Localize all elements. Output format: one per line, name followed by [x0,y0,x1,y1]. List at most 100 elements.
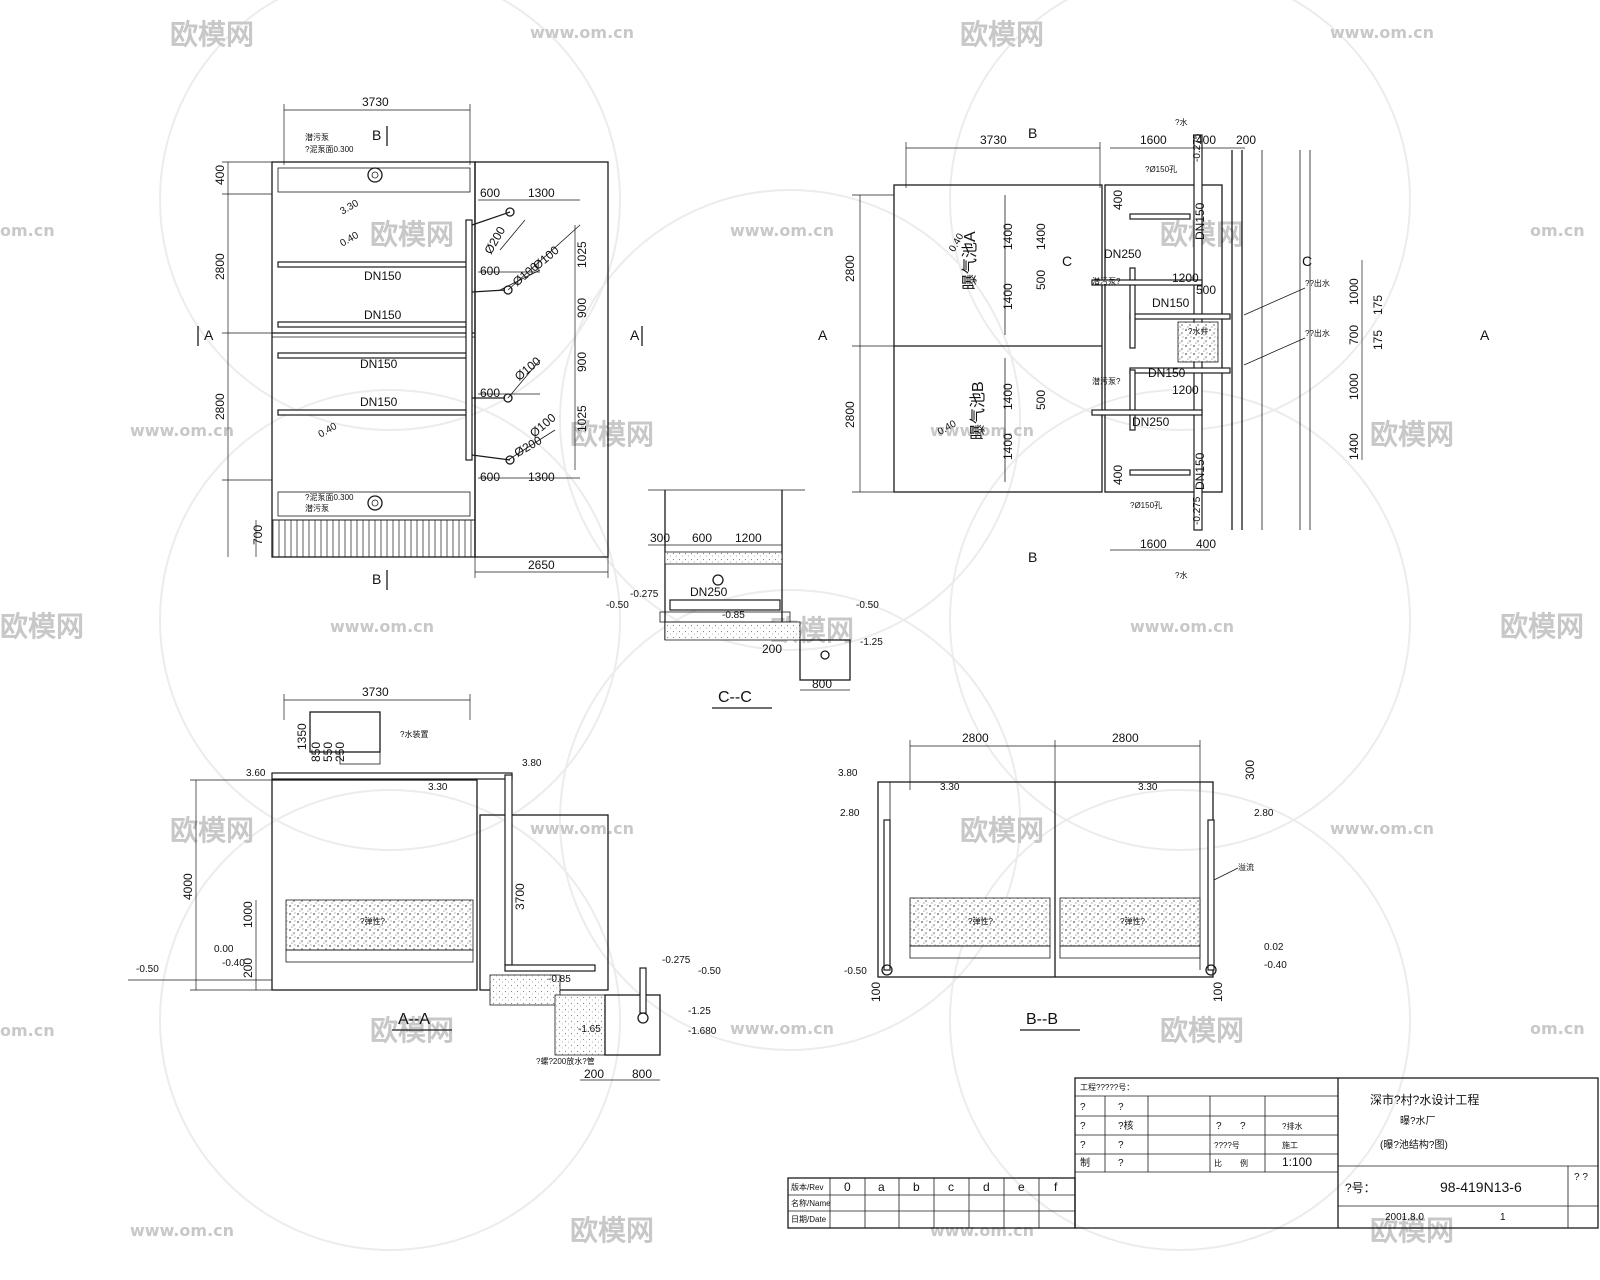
elev-label: -0.50 [844,966,867,977]
watermark-url: www.om.cn [1130,617,1234,636]
title-drawing-no: 98-419N13-6 [1440,1179,1522,1195]
dim-label: 600 [480,186,500,200]
title-num-label: ?号： [1345,1181,1376,1195]
pipe-label: DN150 [360,395,398,409]
note-label: ?弹性? [1120,916,1145,926]
pipe-label: DN150 [1193,202,1207,240]
section-title: A--A [398,1011,430,1028]
watermark-url: www.om.cn [130,1221,234,1240]
watermark-url: www.om.cn [930,421,1034,440]
watermark-url: om.cn [1530,221,1585,240]
title-cell: ? [1118,1158,1124,1169]
section-mark-b: B [372,571,381,587]
title-drawing: (曝?池结构?图) [1380,1138,1448,1151]
pipe-label: DN150 [364,269,402,283]
note-label: ?水井 [1188,326,1208,336]
watermark-brand: 欧模网 [1160,1014,1244,1047]
watermark-brand: 欧模网 [570,418,654,451]
dim-label: 4000 [181,873,195,900]
dim-label: 175 [1371,330,1385,350]
title-cell: 比 [1214,1158,1222,1168]
dim-label: 900 [575,352,589,372]
elev-label: 3.30 [1138,782,1158,793]
dim-label: 1600 [1140,537,1167,551]
dim-label: 100 [869,982,883,1002]
title-cell: ? [1080,1140,1086,1151]
pipe-label: DN150 [1148,366,1186,380]
watermark-url: www.om.cn [330,617,434,636]
elev-label: -0.85 [722,610,745,621]
dim-label: 2800 [962,731,989,745]
dim-label: 400 [1196,133,1216,147]
dim-label: Ø100 [512,354,544,384]
section-mark-b: B [1028,549,1037,565]
dim-label: 1400 [1347,433,1361,460]
title-date: 2001.8.0 [1385,1212,1424,1223]
elev-label: 3.30 [338,198,361,217]
watermark-url: www.om.cn [130,421,234,440]
elev-label: -1.65 [578,1024,601,1035]
rev-col: b [913,1180,920,1194]
note-label: ?Ø150孔 [1145,165,1177,174]
elev-label: -0.50 [136,964,159,975]
dim-label: 1000 [1347,278,1361,305]
dim-label: 400 [1111,190,1125,210]
watermark-brand: 欧模网 [1370,1214,1454,1247]
elev-label: 0.00 [214,944,234,955]
title-cell: ? [1080,1121,1086,1132]
elev-label: -0.275 [662,955,691,966]
rev-label: 版本/Rev [791,1182,823,1192]
watermark-brand: 欧模网 [170,18,254,51]
dim-label: 800 [812,677,832,691]
pipe-label: DN150 [1193,452,1207,490]
watermark-url: www.om.cn [1330,23,1434,42]
elev-label: -0.40 [222,958,245,969]
dim-label: 600 [480,470,500,484]
title-client: 深市?村?水设计工程 [1370,1092,1479,1107]
dim-label: 500 [1034,390,1048,410]
dim-label: 700 [1347,325,1361,345]
elev-label: -0.275 [1192,496,1203,525]
watermark-brand: 欧模网 [570,1214,654,1247]
title-cell: ?核 [1118,1119,1134,1132]
section-title: C--C [718,689,752,706]
watermark-url: om.cn [1530,1019,1585,1038]
watermark-url: om.cn [0,221,55,240]
dim-label: Ø200 [481,224,508,257]
pipe-label: DN150 [1152,296,1190,310]
elev-label: -0.50 [606,600,629,611]
watermark-layer: 欧模网 欧模网 www.om.cn www.om.cn om.cn 欧模网 ww… [0,0,1585,1251]
section-mark-b: B [1028,125,1037,141]
pipe-label: DN250 [1132,415,1170,429]
note-label: ?弹性? [968,916,993,926]
dim-label: 500 [1196,283,1216,297]
dim-label: 1400 [1001,433,1015,460]
elev-label: -0.40 [1264,960,1287,971]
dim-label: 2800 [1112,731,1139,745]
watermark-url: www.om.cn [730,1019,834,1038]
dim-label: 3730 [362,95,389,109]
section-mark-a: A [630,327,640,343]
title-sub: 曝?水厂 [1400,1115,1436,1127]
pool-label: 曝气池B [969,381,987,440]
dim-label: 2650 [528,558,555,572]
watermark-url: www.om.cn [530,23,634,42]
note-label: 潜污泵? [1092,276,1121,286]
title-project-label: 工程?????号： [1080,1083,1134,1092]
watermark-brand: 欧模网 [960,18,1044,51]
elev-label: -0.50 [698,966,721,977]
dim-label: 2800 [213,393,227,420]
watermark-brand: 欧模网 [960,814,1044,847]
pipe-label: DN250 [1104,247,1142,261]
dim-label: 800 [632,1067,652,1081]
pool-label: 曝气池A [961,231,979,290]
elev-label: -1.680 [688,1026,717,1037]
dim-label: 2800 [843,255,857,282]
dim-label: 1350 [295,723,309,750]
dim-label: 250 [333,742,347,762]
rev-label: 日期/Date [791,1215,827,1224]
dim-label: 400 [1196,537,1216,551]
elev-label: 0.02 [1264,942,1284,953]
note-label: ?泥泵面0.300 [305,493,354,502]
